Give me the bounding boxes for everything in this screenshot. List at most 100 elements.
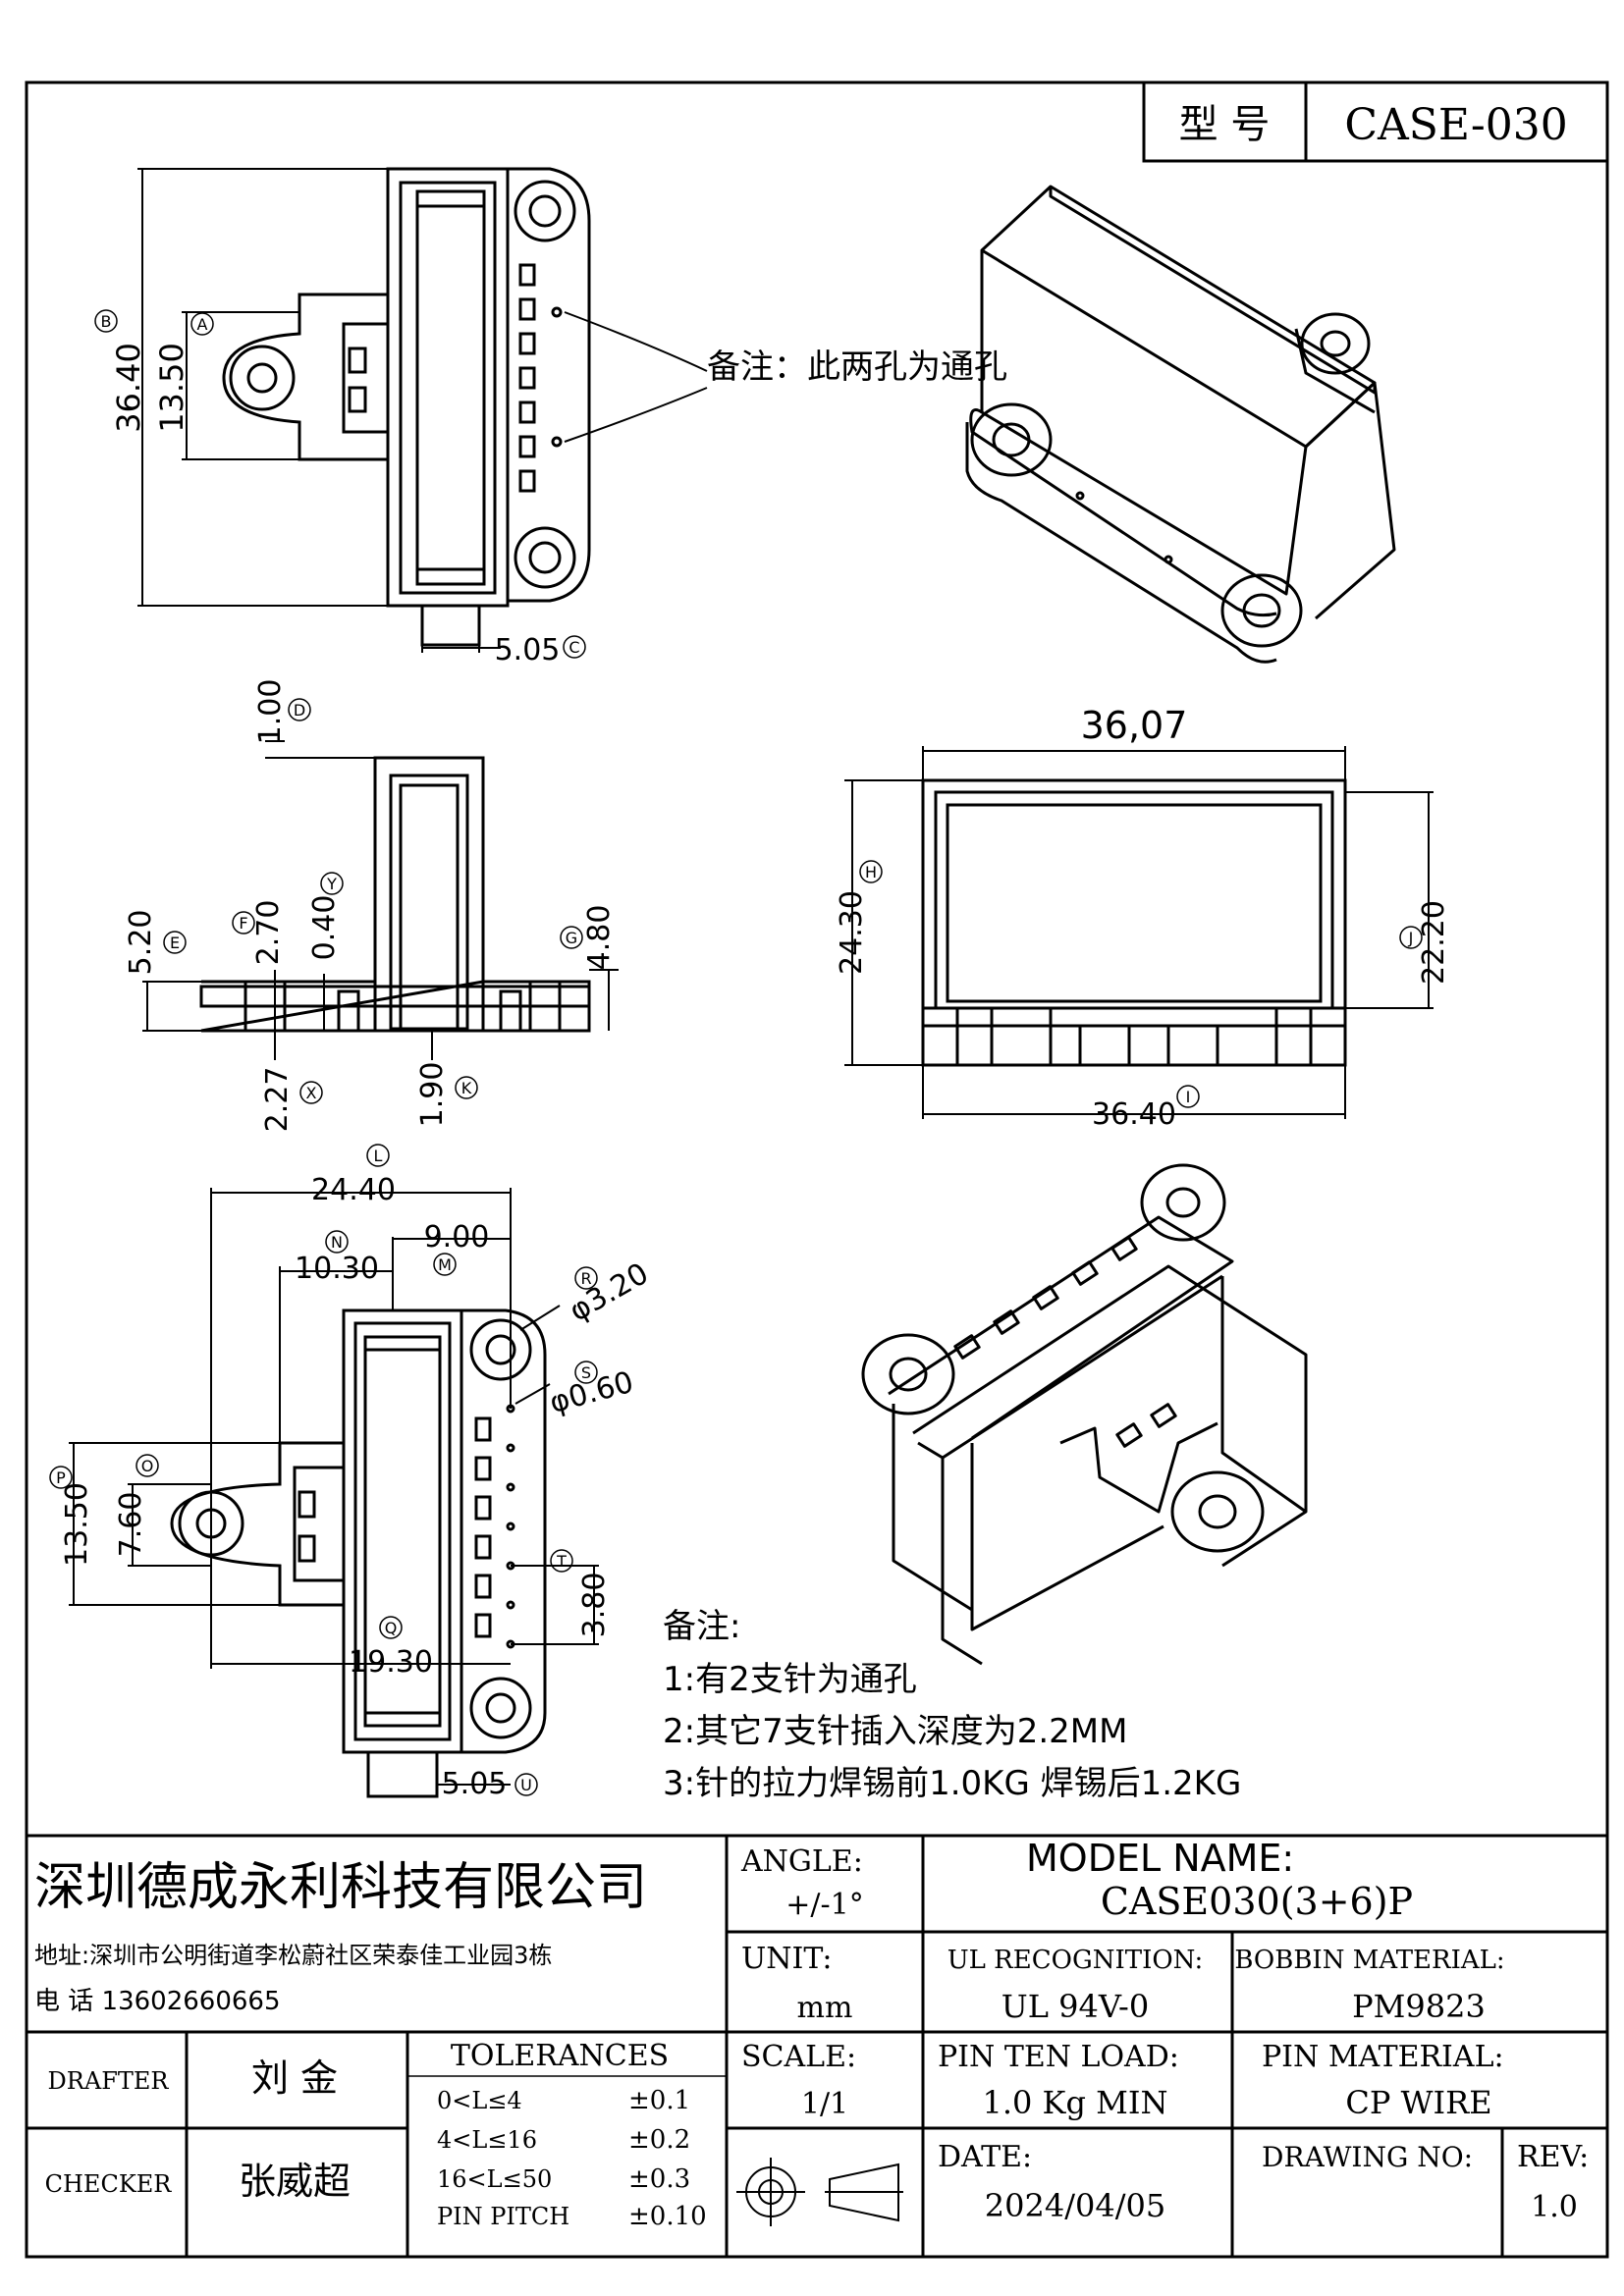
scale-value: 1/1 [801,2087,848,2121]
dim-J: 22.20 [1417,900,1451,985]
rev-value: 1.0 [1531,2190,1578,2224]
drawing-no-label: DRAWING NO: [1262,2141,1473,2173]
isometric-view-bottom [861,1163,1308,1666]
top-note: 备注：此两孔为通孔 [707,347,1007,387]
dim-X: 2.27 [260,1067,295,1133]
dim-Q: 19.30 [349,1645,433,1680]
model-label: 型 号 [1179,102,1271,147]
pin-load-label: PIN TEN LOAD: [938,2040,1179,2074]
unit-value: mm [797,1991,853,2025]
dim-I: 36.40 [1092,1097,1176,1132]
svg-text:M: M [438,1255,452,1274]
dim-width-top: 36,07 [1081,704,1188,747]
svg-text:P: P [56,1468,66,1487]
notes-heading: 备注: [663,1607,740,1646]
checker-label: CHECKER [45,2170,173,2198]
tolerance-value-3: ±0.3 [628,2164,690,2194]
checker-name: 张威超 [239,2160,351,2203]
svg-text:A: A [197,315,208,334]
drafter-name: 刘 金 [251,2056,338,2100]
dim-K: 1.90 [415,1062,450,1128]
tolerances-label: TOLERANCES [451,2039,669,2073]
model-name-value: CASE030(3+6)P [1101,1880,1413,1923]
dim-L: 24.40 [311,1173,396,1207]
ul-value: UL 94V-0 [1001,1988,1149,2025]
svg-text:E: E [170,934,180,952]
dim-O: 7.60 [114,1492,148,1558]
company-address: 地址:深圳市公明街道李松蔚社区荣泰佳工业园3栋 [34,1942,552,1969]
dim-F: 2.70 [251,900,286,966]
title-block-grid [27,1834,1607,2257]
svg-text:H: H [865,863,877,881]
angle-value: +/-1° [785,1888,863,1922]
svg-text:Q: Q [385,1619,398,1637]
tolerance-range-4: PIN PITCH [437,2203,569,2230]
tolerance-range-1: 0<L≤4 [437,2087,522,2114]
note-item-2: 2:其它7支针插入深度为2.2MM [663,1712,1127,1751]
ul-label: UL RECOGNITION: [947,1946,1204,1975]
angle-label: ANGLE: [740,1844,863,1879]
dim-Y: 0.40 [307,895,342,961]
isometric-view-top [965,185,1396,664]
dim-T: 3.80 [577,1573,612,1638]
svg-text:X: X [306,1084,317,1102]
dim-D: 1.00 [253,679,288,745]
svg-text:B: B [101,312,112,331]
dim-B: 36.40 [110,343,147,433]
tolerance-value-4: ±0.10 [628,2202,707,2231]
svg-text:L: L [374,1147,383,1165]
svg-text:U: U [520,1776,532,1794]
tolerance-value-1: ±0.1 [628,2086,690,2115]
dim-N: 10.30 [295,1252,379,1286]
note-item-3: 3:针的拉力焊锡前1.0KG 焊锡后1.2KG [663,1764,1241,1803]
svg-text:K: K [461,1079,472,1097]
dim-H: 24.30 [835,890,869,975]
rev-label: REV: [1517,2140,1589,2174]
svg-text:T: T [556,1552,567,1571]
svg-text:F: F [239,914,247,933]
sheet-border [25,80,1609,2259]
dim-R: φ3.20 [564,1256,654,1329]
projection-symbol-icon [736,2158,903,2226]
scale-label: SCALE: [741,2040,856,2074]
bottom-view [49,1144,599,1798]
svg-text:J: J [1408,929,1414,947]
svg-text:I: I [1186,1088,1191,1106]
tolerance-range-3: 16<L≤50 [437,2165,552,2193]
dim-M: 9.00 [424,1220,490,1255]
dim-C: 5.05 [495,633,561,667]
company-name: 深圳德成永利科技有限公司 [34,1858,647,1917]
svg-text:D: D [294,701,305,720]
svg-text:R: R [580,1269,591,1288]
pin-material-value: CP WIRE [1345,2084,1491,2121]
date-label: DATE: [938,2140,1032,2174]
tolerance-range-2: 4<L≤16 [437,2126,537,2154]
svg-text:G: G [566,929,577,947]
side-view [142,698,619,1104]
svg-text:C: C [568,638,579,657]
company-phone: 电 话 13602660665 [34,1987,281,2016]
tolerance-value-2: ±0.2 [628,2125,690,2155]
dim-G: 4.80 [582,905,617,971]
model-code: CASE-030 [1344,100,1567,150]
bobbin-label: BOBBIN MATERIAL: [1234,1946,1504,1975]
date-value: 2024/04/05 [985,2187,1165,2224]
dim-P: 13.50 [60,1482,94,1567]
bobbin-value: PM9823 [1352,1988,1486,2025]
dim-U: 5.05 [442,1767,508,1801]
unit-label: UNIT: [741,1942,832,1976]
model-title-box: 型 号 CASE-030 [1142,80,1609,163]
svg-text:O: O [141,1457,154,1475]
dim-S: φ0.60 [546,1365,637,1420]
dim-A: 13.50 [153,343,190,433]
top-view [94,167,708,659]
pin-load-value: 1.0 Kg MIN [982,2084,1167,2121]
svg-text:S: S [581,1363,591,1382]
pin-material-label: PIN MATERIAL: [1262,2040,1504,2074]
front-view [844,746,1434,1119]
drafter-label: DRAFTER [48,2067,170,2095]
note-item-1: 1:有2支针为通孔 [663,1660,917,1699]
model-name-label: MODEL NAME: [1026,1837,1294,1880]
svg-text:N: N [331,1233,343,1252]
